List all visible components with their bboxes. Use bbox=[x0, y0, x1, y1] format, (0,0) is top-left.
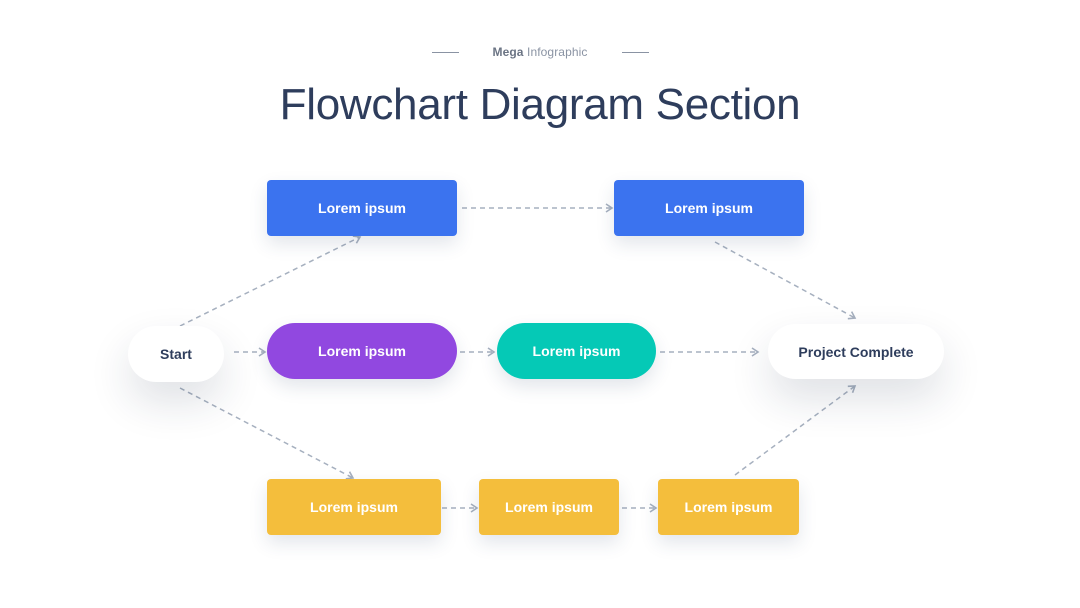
yellow-box-2[interactable]: Lorem ipsum bbox=[479, 479, 619, 535]
eyebrow: Mega Infographic bbox=[493, 45, 588, 59]
blue-box-2-label: Lorem ipsum bbox=[665, 200, 753, 216]
project-complete-label: Project Complete bbox=[798, 343, 914, 360]
blue-box-1-label: Lorem ipsum bbox=[318, 200, 406, 216]
blue-box-2[interactable]: Lorem ipsum bbox=[614, 180, 804, 236]
header-row: Mega Infographic bbox=[0, 42, 1080, 62]
yellow-box-3[interactable]: Lorem ipsum bbox=[658, 479, 799, 535]
page-title: Flowchart Diagram Section bbox=[279, 80, 801, 129]
start-label: Start bbox=[160, 346, 192, 362]
yellow-box-3-label: Lorem ipsum bbox=[684, 499, 773, 515]
teal-pill[interactable]: Lorem ipsum bbox=[497, 323, 656, 379]
blue-box-1[interactable]: Lorem ipsum bbox=[267, 180, 457, 236]
arrow-blue-2-to-end bbox=[714, 241, 857, 320]
purple-pill[interactable]: Lorem ipsum bbox=[267, 323, 457, 379]
right-rule bbox=[621, 51, 649, 53]
arrow-start-to-blue-1 bbox=[179, 235, 362, 327]
eyebrow-bold: Mega bbox=[492, 45, 524, 59]
arrow-yellow-3-to-end bbox=[734, 385, 857, 476]
yellow-box-2-label: Lorem ipsum bbox=[505, 499, 593, 515]
project-complete-node[interactable]: Project Complete bbox=[768, 324, 944, 379]
left-rule bbox=[431, 51, 459, 53]
purple-pill-label: Lorem ipsum bbox=[318, 343, 406, 359]
yellow-box-1[interactable]: Lorem ipsum bbox=[267, 479, 441, 535]
teal-pill-label: Lorem ipsum bbox=[532, 343, 621, 359]
eyebrow-rest: Infographic bbox=[523, 45, 588, 59]
start-node[interactable]: Start bbox=[128, 326, 224, 382]
yellow-box-1-label: Lorem ipsum bbox=[310, 499, 398, 515]
arrow-start-to-yellow-1 bbox=[179, 387, 355, 480]
